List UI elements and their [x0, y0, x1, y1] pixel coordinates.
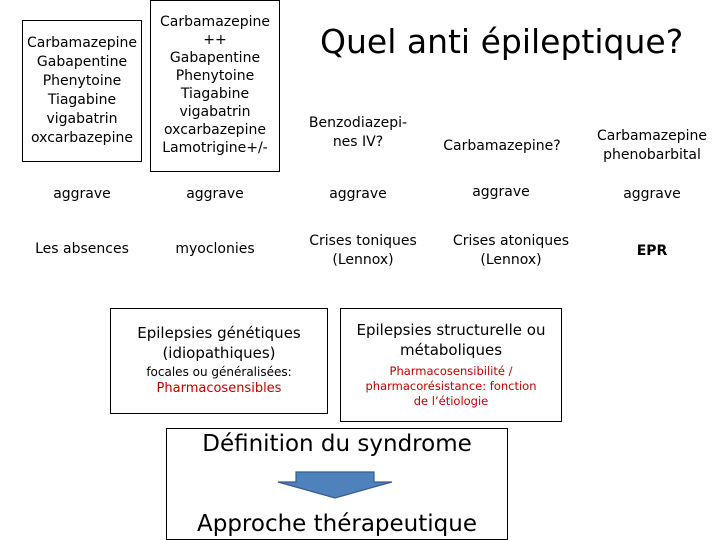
genetic-epilepsies-box: Epilepsies génétiques (idiopathiques) fo… [110, 308, 328, 414]
drug-box-atoniques: Carbamazepine? [428, 128, 576, 164]
structural-tag: de l’étiologie [413, 393, 489, 408]
drug-name: ++ [203, 32, 227, 49]
structural-heading: Epilepsies structurelle ou [356, 321, 546, 340]
structural-tag: Pharmacosensibilité / [389, 364, 513, 379]
drug-name: oxcarbazepine [164, 121, 266, 138]
drug-name: Lamotrigine+/- [162, 139, 268, 156]
drug-name: Tiagabine [180, 86, 250, 102]
effect-label: aggrave [53, 186, 111, 202]
structural-epilepsies-box: Epilepsies structurelle ou métaboliques … [340, 308, 562, 422]
syndrome-label: (Lennox) [480, 251, 542, 268]
effect-label: aggrave [472, 184, 530, 200]
syndrome-label: Crises toniques [309, 233, 417, 249]
drug-box-toniques: Benzodiazepi- nes IV? [298, 98, 418, 168]
page-title: Quel anti épileptique? [320, 22, 684, 61]
effect-label: aggrave [623, 186, 681, 202]
genetic-heading: Epilepsies génétiques [137, 324, 301, 343]
approach-label: Approche thérapeutique [197, 511, 477, 538]
drug-name: phenobarbital [603, 147, 701, 163]
down-arrow-icon [277, 471, 393, 499]
genetic-tag: Pharmacosensibles [156, 380, 282, 396]
syndrome-label: Crises atoniques [452, 233, 570, 249]
drug-name: nes IV? [332, 134, 384, 150]
drug-name: vigabatrin [46, 110, 118, 127]
drug-name: Gabapentine [169, 50, 261, 67]
syndrome-atoniques: Crises atoniques (Lennox) [436, 232, 586, 270]
drug-name: Carbamazepine [596, 128, 708, 145]
structural-tag: pharmacorésistance: fonction [365, 379, 537, 394]
syndrome-myoclonies: myoclonies [150, 240, 280, 259]
syndrome-epr: EPR [588, 242, 716, 261]
effect-label: aggrave [329, 186, 387, 202]
bottom-box: Définition du syndrome Approche thérapeu… [166, 428, 508, 540]
syndrome-label: myoclonies [175, 241, 255, 257]
syndrome-label: EPR [636, 243, 668, 259]
drug-name: Carbamazepine [26, 35, 138, 52]
drug-name: Carbamazepine? [443, 137, 561, 154]
drug-name: oxcarbazepine [31, 129, 133, 146]
genetic-subtitle: focales ou généralisées: [146, 365, 292, 380]
syndrome-absences: Les absences [22, 240, 142, 259]
syndrome-label: Les absences [35, 241, 129, 257]
genetic-heading: (idiopathiques) [162, 343, 276, 362]
effect-label: aggrave [186, 186, 244, 202]
syndrome-label: (Lennox) [332, 251, 394, 268]
drug-name: Gabapentine [36, 54, 128, 71]
drug-box-epr: Carbamazepine phenobarbital [588, 118, 716, 174]
drug-name: Benzodiazepi- [308, 115, 408, 132]
drug-box-myoclonies: Carbamazepine ++ Gabapentine Phenytoine … [150, 0, 280, 172]
definition-label: Définition du syndrome [202, 431, 472, 457]
drug-box-absences: Carbamazepine Gabapentine Phenytoine Tia… [22, 20, 142, 162]
structural-heading: métaboliques [399, 340, 503, 359]
drug-name: Tiagabine [47, 92, 117, 108]
drug-name: Phenytoine [42, 73, 122, 90]
drug-name: vigabatrin [179, 103, 251, 120]
drug-name: Carbamazepine [159, 14, 271, 31]
drug-name: Phenytoine [175, 68, 255, 85]
syndrome-toniques: Crises toniques (Lennox) [298, 232, 428, 270]
